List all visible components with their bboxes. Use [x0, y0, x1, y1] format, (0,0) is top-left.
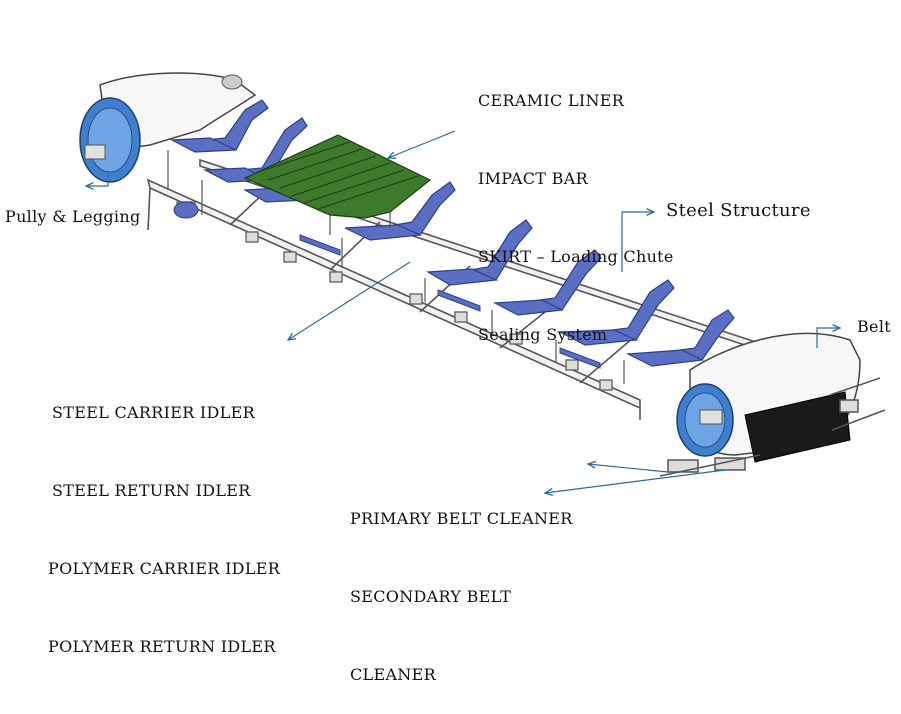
- arrow-to-structure: [621, 212, 654, 272]
- label-polymer-return-idler: POLYMER RETURN IDLER: [48, 637, 276, 656]
- label-steel-return-idler: STEEL RETURN IDLER: [52, 481, 251, 500]
- tail-pulley: [79, 72, 257, 219]
- leader-arrows: [86, 130, 840, 493]
- label-impact-bar: IMPACT BAR: [478, 169, 588, 188]
- arrow-to-pulley: [86, 172, 109, 186]
- arrow-to-idlers: [288, 261, 411, 340]
- arrow-primary-cleaner: [588, 464, 669, 473]
- arrow-to-liner: [388, 130, 456, 158]
- label-pulley: Pully & Legging: [5, 207, 141, 226]
- label-steel-carrier-idler: STEEL CARRIER IDLER: [52, 403, 255, 422]
- return-idlers: [299, 234, 601, 369]
- label-primary-cleaner: PRIMARY BELT CLEANER: [350, 509, 573, 528]
- label-cleaners-group: PRIMARY BELT CLEANER SECONDARY BELT CLEA…: [350, 454, 573, 714]
- label-top-group: CERAMIC LINER IMPACT BAR SKIRT – Loading…: [478, 36, 674, 374]
- label-ceramic-liner: CERAMIC LINER: [478, 91, 625, 110]
- ceramic-liner: [243, 134, 432, 235]
- label-skirt: SKIRT – Loading Chute: [478, 247, 674, 266]
- conveyor-diagram: [79, 72, 886, 539]
- label-polymer-carrier-idler: POLYMER CARRIER IDLER: [48, 559, 281, 578]
- label-sealing-system: Sealing System: [478, 325, 608, 344]
- label-steel-structure: Steel Structure: [666, 200, 811, 221]
- label-belt: Belt: [857, 317, 891, 336]
- arrow-to-belt: [816, 328, 840, 348]
- arrow-secondary-cleaner: [545, 469, 726, 493]
- label-cleaner: CLEANER: [350, 665, 436, 684]
- head-pulley: [659, 332, 886, 477]
- label-secondary-cleaner: SECONDARY BELT: [350, 587, 512, 606]
- label-idlers-group: STEEL CARRIER IDLER STEEL RETURN IDLER P…: [48, 348, 280, 686]
